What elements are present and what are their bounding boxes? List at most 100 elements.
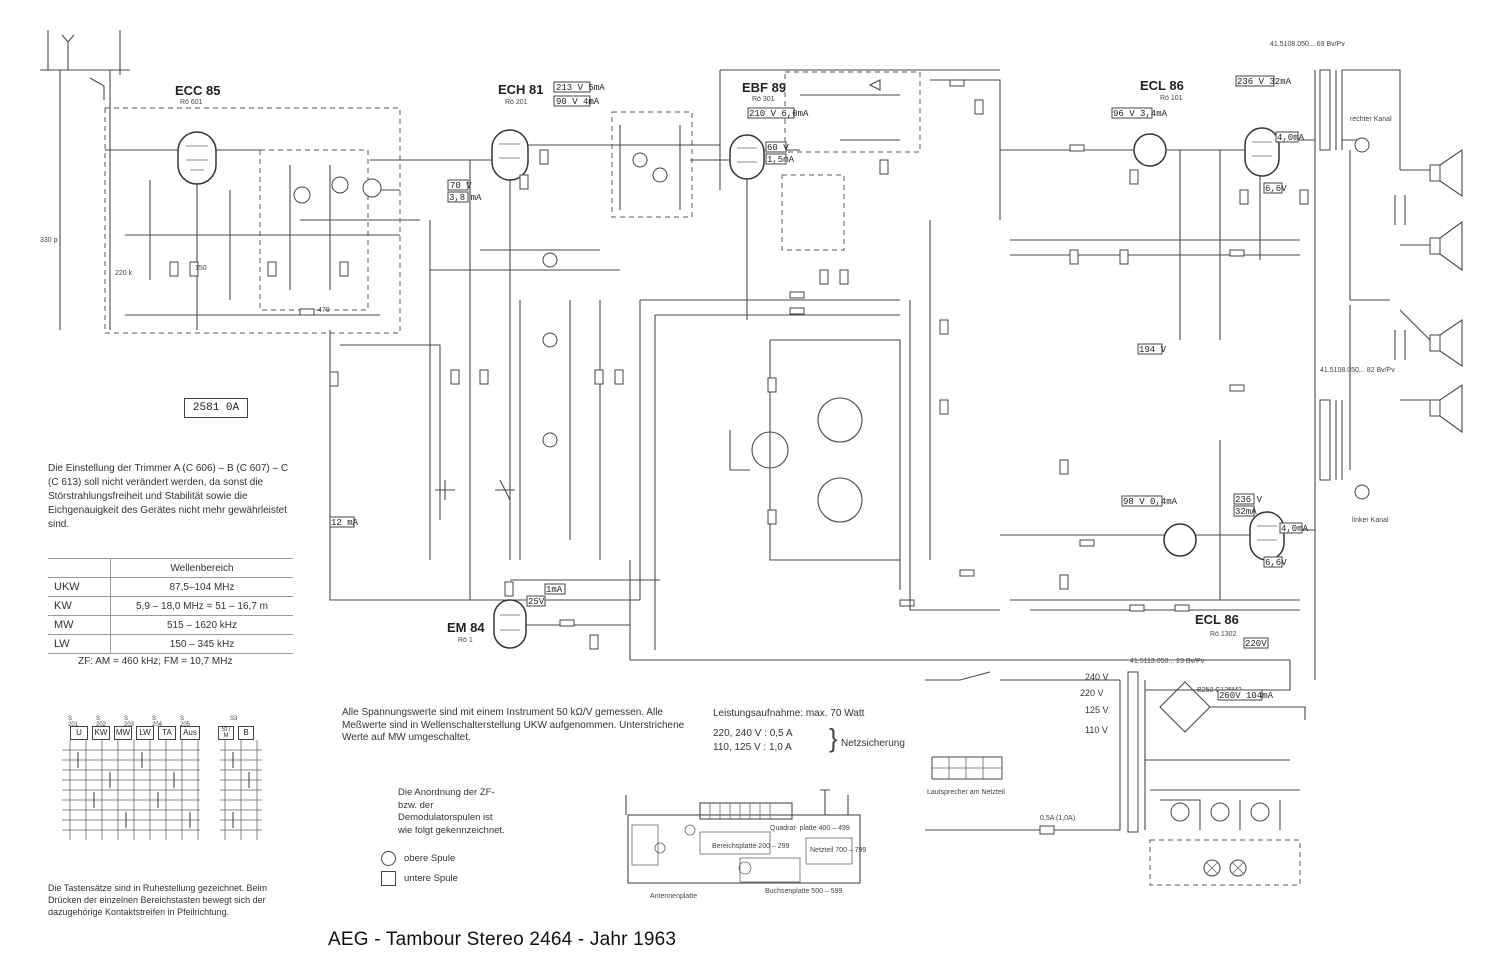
trimmer-note: Die Einstellung der Trimmer A (C 606) – … xyxy=(48,463,289,530)
vbox-90v: 90 V 4mA xyxy=(556,97,600,107)
key-b: B xyxy=(238,726,254,740)
mains-wiring xyxy=(925,671,1120,831)
speaker-terminal-block: Lautsprecher am Netzteil xyxy=(927,756,1005,796)
key-ukw: U xyxy=(70,726,88,740)
range-value: 150 – 345 kHz xyxy=(110,634,293,654)
tube-ecl86-lower-power: ECL 86 Rö 1302 xyxy=(1195,511,1285,638)
vbox-6-6v-upper: 6,6V xyxy=(1265,184,1287,194)
transformer-label-3: 41.5113.050... 23 Bv/Pv xyxy=(1130,658,1205,665)
plan-quadrant-board: Quadrat- platte 400 – 499 xyxy=(770,825,850,832)
range-band: MW xyxy=(48,615,111,635)
tube-label-ecl86-1: ECL 86 xyxy=(1140,78,1184,93)
power-line-220: 220, 240 V : 0,5 A xyxy=(713,728,793,739)
model-number-box: 2581 0A xyxy=(184,398,248,418)
plan-power-board: Netzteil 700 – 799 xyxy=(810,847,867,854)
range-value: 87,5–104 MHz xyxy=(110,577,293,597)
circle-symbol-icon xyxy=(381,851,396,866)
legend-lower-coil: untere Spule xyxy=(381,871,458,886)
tap-220v: 220 V xyxy=(1080,688,1104,698)
key-set-note: Die Tastensätze sind in Ruhestellung gez… xyxy=(48,883,267,917)
if-frequency-line: ZF: AM = 460 kHz; FM = 10,7 MHz xyxy=(78,656,233,667)
vbox-70v: 70 V xyxy=(450,181,472,191)
svg-text:330 p: 330 p xyxy=(40,237,58,244)
power-info: Leistungsaufnahme: max. 70 Watt 220, 240… xyxy=(713,707,905,755)
range-band: KW xyxy=(48,596,111,616)
power-line-110: 110, 125 V : 1,0 A xyxy=(713,742,792,753)
voltage-measurement-note: Alle Spannungswerte sind mit einem Instr… xyxy=(342,707,685,743)
vbox-194v: 194 V xyxy=(1139,345,1167,355)
tube-em84: EM 84 Rö 1 xyxy=(447,599,527,649)
brace-symbol: } xyxy=(829,723,838,753)
vbox-236v-lower: 236 V xyxy=(1235,495,1263,505)
vbox-213v: 213 V 5mA xyxy=(556,83,605,93)
tube-ref-ech81: Rö 201 xyxy=(505,99,528,106)
vbox-60v: 60 V xyxy=(767,143,789,153)
tube-label-ech81: ECH 81 xyxy=(498,82,544,97)
speaker-left-2 xyxy=(1429,383,1463,434)
key-ta: TA xyxy=(158,726,176,740)
vbox-96v: 96 V 3,4mA xyxy=(1113,109,1168,119)
label-left-channel: linker Kanal xyxy=(1352,517,1389,524)
vbox-6-6v-lower: 6,6V xyxy=(1265,558,1287,568)
key-header: S 204 xyxy=(152,716,163,728)
tube-ecl86-upper-power xyxy=(1244,127,1280,177)
vbox-210v: 210 V 6,0mA xyxy=(749,109,809,119)
tube-label-em84: EM 84 xyxy=(447,620,485,635)
legend-upper-coil: obere Spule xyxy=(381,851,455,866)
range-table-header: Wellenbereich xyxy=(110,558,293,578)
fuse-value: 0,5A (1,0A) xyxy=(1040,815,1075,822)
output-transformer-lower: 41.5108.050... 82 Bv/Pv xyxy=(1319,367,1395,481)
range-band: UKW xyxy=(48,577,111,597)
vbox-1ma: 1mA xyxy=(546,585,563,595)
legend-lower-label: untere Spule xyxy=(404,873,458,885)
label-right-channel: rechter Kanal xyxy=(1350,116,1392,123)
range-value: 5,9 – 18,0 MHz = 51 – 16,7 m xyxy=(110,596,293,616)
vbox-236v-upper: 236 V 32mA xyxy=(1237,77,1292,87)
rf-subbox xyxy=(259,149,369,311)
square-symbol-icon xyxy=(381,871,396,886)
vbox-25v: 25V xyxy=(528,597,545,607)
chassis-layout-plan: Bereichsplatte 200 – 299 Quadrat- platte… xyxy=(625,789,867,900)
page-title: AEG - Tambour Stereo 2464 - Jahr 1963 xyxy=(328,929,677,950)
vbox-4ma-upper: 4,0mA xyxy=(1277,133,1305,143)
tube-label-ecc85: ECC 85 xyxy=(175,83,221,98)
if-coil-note: Die Anordnung der ZF- bzw. der Demodulat… xyxy=(398,787,505,836)
tube-label-ecl86-2: ECL 86 xyxy=(1195,612,1239,627)
range-value: 515 – 1620 kHz xyxy=(110,615,293,635)
transformer-label-2: 41.5108.050... 82 Bv/Pv xyxy=(1320,367,1395,374)
plan-socket-board: Buchsenplatte 500 – 599 xyxy=(765,888,843,895)
vbox-12ma: 12 mA xyxy=(331,518,359,528)
antenna-input xyxy=(40,30,130,330)
tap-240v: 240 V xyxy=(1085,672,1109,682)
mains-transformer: 41.5113.050... 23 Bv/Pv xyxy=(1119,658,1205,833)
tube-label-ebf89: EBF 89 xyxy=(742,80,786,95)
ratio-detector-box xyxy=(781,174,845,251)
tap-125v: 125 V xyxy=(1085,705,1109,715)
key-lw: LW xyxy=(136,726,154,740)
vbox-32ma-lower: 32mA xyxy=(1235,507,1257,517)
speaker-terminal-label: Lautsprecher am Netzteil xyxy=(927,789,1005,796)
svg-text:150: 150 xyxy=(195,265,207,272)
key-header: S 205 xyxy=(180,716,191,728)
plan-range-board: Bereichsplatte 200 – 299 xyxy=(712,843,790,850)
power-consumption: Leistungsaufnahme: max. 70 Watt xyxy=(713,708,865,719)
keyswitch-grid-2 xyxy=(220,740,262,840)
tube-ref-ecl86-2: Rö 1302 xyxy=(1210,631,1237,638)
wave-range-table: Wellenbereich UKW 87,5–104 MHz KW 5,9 – … xyxy=(48,558,293,654)
key-aus: Aus xyxy=(180,726,200,740)
vbox-4ma-lower: 4,0mA xyxy=(1281,524,1309,534)
key-header: S 203 xyxy=(124,716,135,728)
tube-ecl86-lower-preamp xyxy=(1163,523,1197,557)
tube-ecl86-upper-preamp: ECL 86 Rö 101 xyxy=(1133,78,1184,167)
svg-text:220 k: 220 k xyxy=(115,270,133,277)
key-kw: KW xyxy=(92,726,110,740)
vbox-260v: 260V 104mA xyxy=(1219,691,1274,701)
transformer-label-1: 41.5108.050... 69 Bv/Pv xyxy=(1270,41,1345,48)
keyswitch-grid-1 xyxy=(62,740,200,840)
din-socket-bu508 xyxy=(817,397,863,443)
tap-110v: 110 V xyxy=(1085,725,1108,735)
key-header: S 201 xyxy=(68,716,79,728)
plan-antenna-board: Antennenplatte xyxy=(650,893,697,900)
tube-ref-ecl86-1: Rö 101 xyxy=(1160,95,1183,102)
